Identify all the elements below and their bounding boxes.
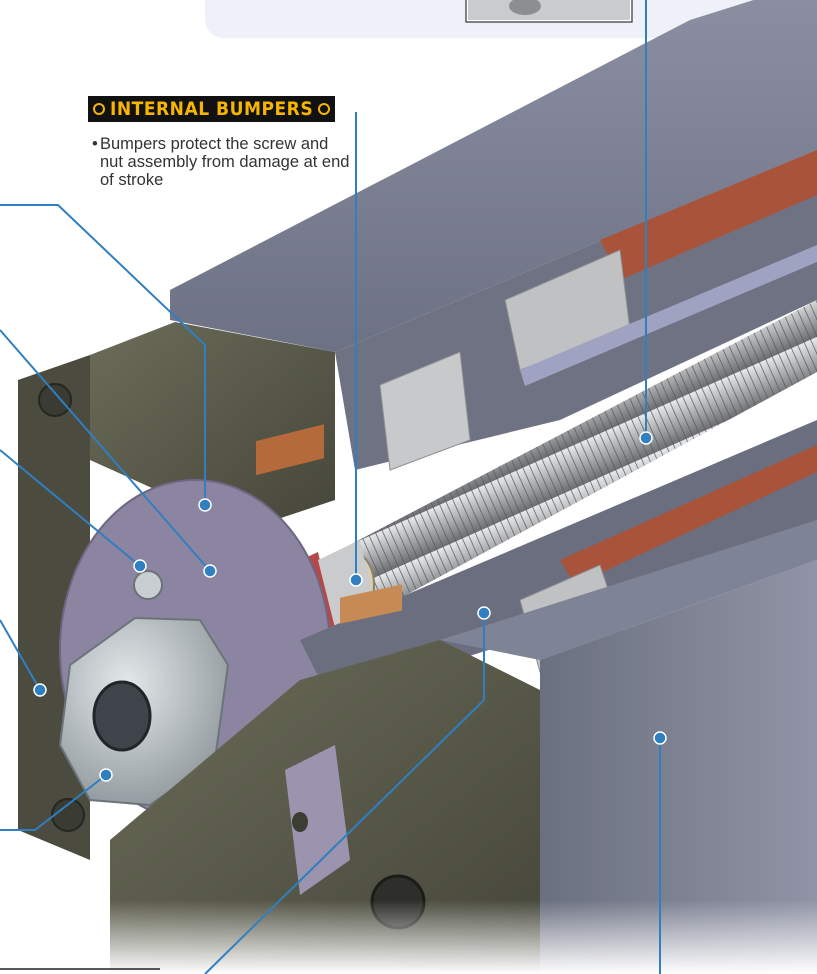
leader-lines bbox=[0, 0, 661, 974]
lead-screw bbox=[340, 300, 817, 620]
end-cap-bolt-upper bbox=[38, 383, 72, 417]
leader-dot-icon bbox=[198, 498, 212, 512]
lower-flange-cut bbox=[285, 745, 350, 895]
inset-photo-detail bbox=[509, 0, 541, 15]
leader-line-mounting bbox=[0, 619, 41, 691]
leader-dot-icon bbox=[477, 606, 491, 620]
leader-dot-icon bbox=[33, 683, 47, 697]
grease-fitting bbox=[133, 570, 163, 600]
leader-dot-icon bbox=[99, 768, 113, 782]
leader-dots bbox=[33, 431, 667, 782]
leader-dot-icon bbox=[349, 573, 363, 587]
callout-title-internal-bumpers: INTERNAL BUMPERS bbox=[88, 96, 336, 122]
leader-dot-icon bbox=[133, 559, 147, 573]
leader-dot-icon bbox=[203, 564, 217, 578]
leader-line-rod-end bbox=[0, 774, 107, 831]
callout-description: • Bumpers protect the screw and nut asse… bbox=[92, 135, 352, 189]
leader-dot-icon bbox=[653, 731, 667, 745]
end-cap-block bbox=[90, 322, 335, 530]
upper-sensor-strip bbox=[600, 150, 817, 280]
callout-dot-icon bbox=[93, 103, 105, 115]
upper-carriage-rail bbox=[520, 245, 817, 386]
leader-line-piston-rod bbox=[204, 613, 485, 974]
bumper-pad bbox=[256, 424, 324, 476]
housing-front-face bbox=[540, 560, 817, 974]
housing-lower-top bbox=[440, 520, 817, 660]
callout-dot-icon bbox=[318, 103, 331, 115]
housing-lower-cavity bbox=[300, 420, 817, 700]
upper-guide bbox=[379, 351, 471, 471]
end-cap-bolt-lower bbox=[51, 798, 85, 832]
housing-top-surface bbox=[170, 0, 817, 352]
leader-line-grease-fitting bbox=[0, 449, 141, 567]
lower-bumper-pad bbox=[340, 584, 402, 624]
callout-title-text: INTERNAL BUMPERS bbox=[110, 98, 314, 120]
bottom-fade bbox=[0, 900, 817, 974]
lower-mount-hole bbox=[292, 812, 308, 832]
lower-sensor-strip bbox=[560, 445, 817, 585]
callout-description-text: Bumpers protect the screw and nut assemb… bbox=[100, 135, 350, 189]
leader-line-wiper bbox=[0, 329, 211, 572]
bullet-icon: • bbox=[92, 135, 98, 153]
rod-end-thread-hole bbox=[92, 680, 152, 752]
inset-photo bbox=[468, 0, 630, 20]
leader-line-bumper-pad bbox=[0, 204, 206, 505]
leader-dot-icon bbox=[639, 431, 653, 445]
